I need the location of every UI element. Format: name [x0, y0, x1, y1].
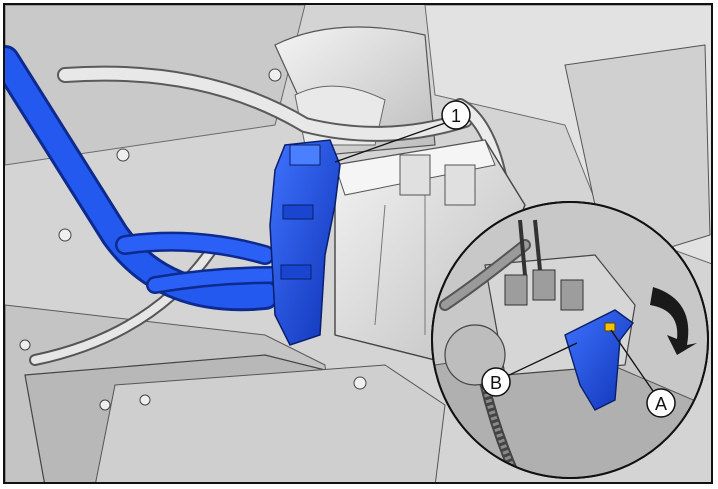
blue-wiring-harness	[5, 45, 284, 312]
callout-b-label: B	[490, 373, 502, 393]
callout-a-label: A	[655, 394, 667, 414]
callout-1-label: 1	[451, 106, 461, 126]
blue-locking-lever	[564, 309, 634, 411]
illustration-frame: 1	[3, 3, 713, 484]
bolt-group	[19, 68, 472, 411]
engine-bay-illustration: 1	[5, 5, 711, 482]
callout-b: B	[481, 367, 511, 397]
lock-tab-highlight	[604, 322, 616, 332]
blue-connector	[269, 139, 341, 346]
callout-a: A	[646, 388, 676, 418]
curved-arrow-clockwise-icon	[650, 287, 697, 355]
callout-1: 1	[441, 100, 471, 130]
